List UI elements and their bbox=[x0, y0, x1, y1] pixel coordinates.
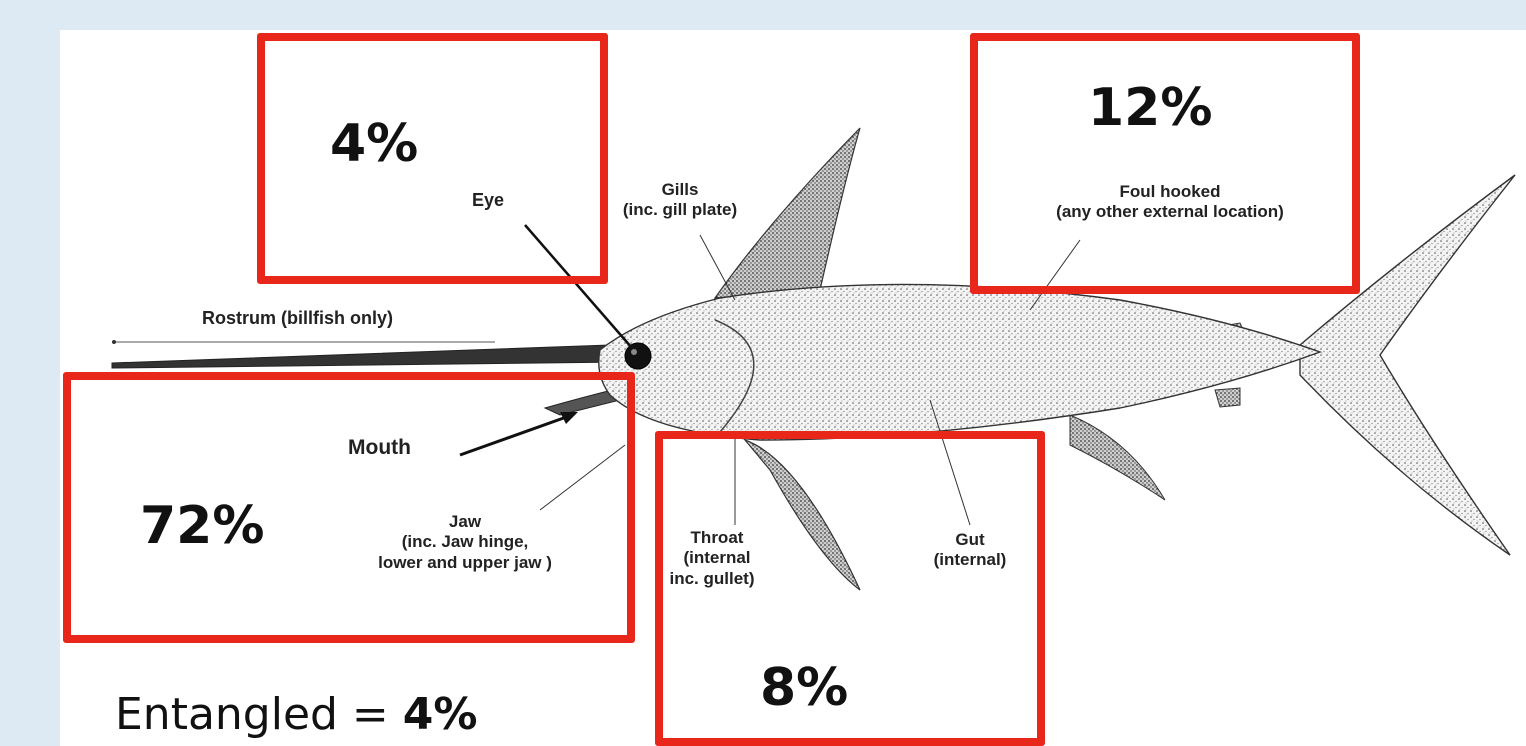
foul-hooked-label-line2: (any other external location) bbox=[995, 202, 1345, 222]
rostrum-shape bbox=[112, 345, 625, 368]
jaw-label-line2: (inc. Jaw hinge, bbox=[350, 532, 580, 552]
mouth-label: Mouth bbox=[348, 435, 411, 460]
gills-label-line2: (inc. gill plate) bbox=[590, 200, 770, 220]
foul-hooked-highlight-box bbox=[970, 33, 1360, 294]
entangled-value: 4% bbox=[403, 689, 478, 740]
entangled-text: Entangled = 4% bbox=[115, 693, 478, 737]
jaw-label: Jaw (inc. Jaw hinge, lower and upper jaw… bbox=[350, 512, 580, 573]
gills-label: Gills (inc. gill plate) bbox=[590, 180, 770, 221]
eye-highlight-box bbox=[257, 33, 608, 284]
anal-fin bbox=[1070, 415, 1165, 500]
eye-shape bbox=[625, 343, 651, 369]
diagram-canvas: 4% 12% 72% 8% Eye Gills (inc. gill plate… bbox=[60, 30, 1526, 746]
foul-hooked-label: Foul hooked (any other external location… bbox=[995, 182, 1345, 223]
eye-percentage: 4% bbox=[330, 118, 418, 170]
jaw-label-line1: Jaw bbox=[350, 512, 580, 532]
gut-label-line2: (internal) bbox=[915, 550, 1025, 570]
jaw-mouth-percentage: 72% bbox=[140, 500, 264, 552]
foul-hooked-percentage: 12% bbox=[1088, 82, 1212, 134]
second-anal-fin bbox=[1215, 388, 1240, 407]
fish-body bbox=[599, 284, 1320, 440]
throat-label-line1: Throat bbox=[662, 528, 772, 548]
jaw-label-line3: lower and upper jaw ) bbox=[350, 553, 580, 573]
foul-hooked-label-line1: Foul hooked bbox=[995, 182, 1345, 202]
gut-label: Gut (internal) bbox=[915, 530, 1025, 571]
throat-label-line3: inc. gullet) bbox=[662, 569, 762, 589]
rostrum-label: Rostrum (billfish only) bbox=[202, 308, 393, 330]
eye-label: Eye bbox=[472, 190, 504, 212]
throat-label: Throat (internal inc. gullet) bbox=[662, 528, 772, 589]
throat-percentage: 8% bbox=[760, 662, 848, 714]
gut-label-line1: Gut bbox=[915, 530, 1025, 550]
entangled-prefix: Entangled = bbox=[115, 689, 403, 740]
gills-label-line1: Gills bbox=[590, 180, 770, 200]
throat-label-line2: (internal bbox=[662, 548, 772, 568]
